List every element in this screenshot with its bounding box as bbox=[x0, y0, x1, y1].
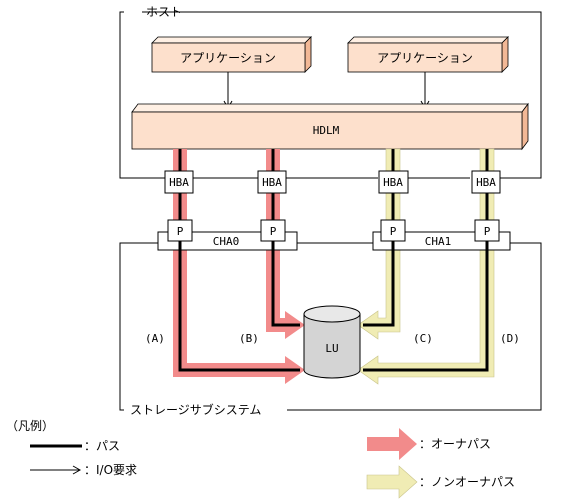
port-box-2: P bbox=[260, 219, 286, 242]
port-box-1: P bbox=[167, 219, 193, 242]
io-request-arrows bbox=[223, 72, 430, 110]
hdlm-label: HDLM bbox=[313, 124, 340, 137]
lu-cylinder: LU bbox=[303, 305, 361, 379]
path-line-c bbox=[363, 149, 395, 327]
hba-label-1: HBA bbox=[169, 176, 189, 189]
application-box-1: アプリケーション bbox=[151, 36, 312, 73]
path-id-c: (C) bbox=[413, 332, 433, 345]
application-box-2: アプリケーション bbox=[347, 36, 509, 73]
hba-boxes: HBA HBA HBA HBA bbox=[164, 170, 501, 194]
port-label-1: P bbox=[177, 225, 184, 238]
hba-box-1: HBA bbox=[164, 170, 194, 194]
hba-label-2: HBA bbox=[262, 176, 282, 189]
host-frame: ホスト bbox=[119, 5, 542, 179]
hba-label-4: HBA bbox=[476, 176, 496, 189]
port-box-3: P bbox=[380, 219, 406, 242]
path-id-a: (A) bbox=[145, 332, 165, 345]
lu-label: LU bbox=[325, 342, 338, 355]
legend-owner-arrow bbox=[367, 428, 417, 460]
application-label-2: アプリケーション bbox=[377, 51, 473, 65]
storage-frame: ストレージサブシステム bbox=[119, 242, 542, 417]
host-label: ホスト bbox=[146, 5, 182, 19]
path-id-b: (B) bbox=[239, 332, 259, 345]
legend: （凡例） ：パス ：I/O要求 ：オーナパス ：ノンオーナパス bbox=[6, 419, 515, 499]
port-label-3: P bbox=[390, 225, 397, 238]
legend-non-owner-label: ：ノンオーナパス bbox=[419, 475, 515, 489]
legend-non-owner-arrow bbox=[366, 465, 418, 499]
channel-label-1: CHA1 bbox=[425, 235, 452, 248]
hdlm-box: HDLM bbox=[131, 102, 529, 151]
hba-box-4: HBA bbox=[471, 170, 501, 194]
legend-path-label: ：パス bbox=[84, 439, 120, 453]
hba-label-3: HBA bbox=[383, 176, 403, 189]
port-label-4: P bbox=[484, 225, 491, 238]
legend-io-arrow bbox=[30, 465, 82, 475]
application-label-1: アプリケーション bbox=[180, 51, 276, 65]
hba-box-2: HBA bbox=[257, 170, 287, 194]
hba-box-3: HBA bbox=[378, 170, 409, 194]
port-boxes: P P P P bbox=[167, 219, 500, 242]
port-box-4: P bbox=[474, 219, 500, 242]
legend-owner-label: ：オーナパス bbox=[419, 437, 491, 451]
path-line-b bbox=[271, 149, 300, 327]
legend-title: （凡例） bbox=[6, 419, 54, 433]
port-label-2: P bbox=[270, 225, 277, 238]
storage-label: ストレージサブシステム bbox=[130, 402, 261, 417]
channel-label-0: CHA0 bbox=[213, 235, 240, 248]
legend-io-label: ：I/O要求 bbox=[84, 463, 137, 477]
path-identifiers: (A) (B) (C) (D) bbox=[145, 332, 520, 345]
path-id-d: (D) bbox=[500, 332, 520, 345]
